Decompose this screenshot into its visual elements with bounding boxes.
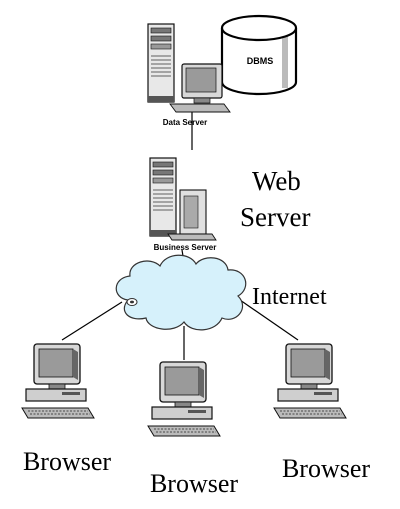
browser-2-computer-icon — [147, 361, 221, 437]
web-server-label-line1: Web — [252, 166, 301, 196]
business-server-label: Business Server — [154, 243, 217, 252]
database-icon — [220, 14, 298, 96]
internet-cloud-icon — [115, 254, 247, 331]
data-server-icon — [147, 23, 231, 113]
internet-to-browser-1-link — [61, 301, 123, 341]
browser-3-computer-icon — [273, 343, 347, 419]
business-server-icon — [149, 157, 217, 241]
browser-2-label: Browser — [150, 469, 238, 498]
web-server-label-line2: Server — [240, 202, 310, 232]
dbms-label: DBMS — [247, 56, 274, 66]
browser-1-computer-icon — [21, 343, 95, 419]
internet-to-browser-3-link — [239, 299, 299, 341]
browser-1-label: Browser — [23, 447, 111, 476]
browser-3-label: Browser — [282, 454, 370, 483]
data-server-label: Data Server — [163, 118, 207, 127]
internet-label: Internet — [252, 284, 327, 310]
